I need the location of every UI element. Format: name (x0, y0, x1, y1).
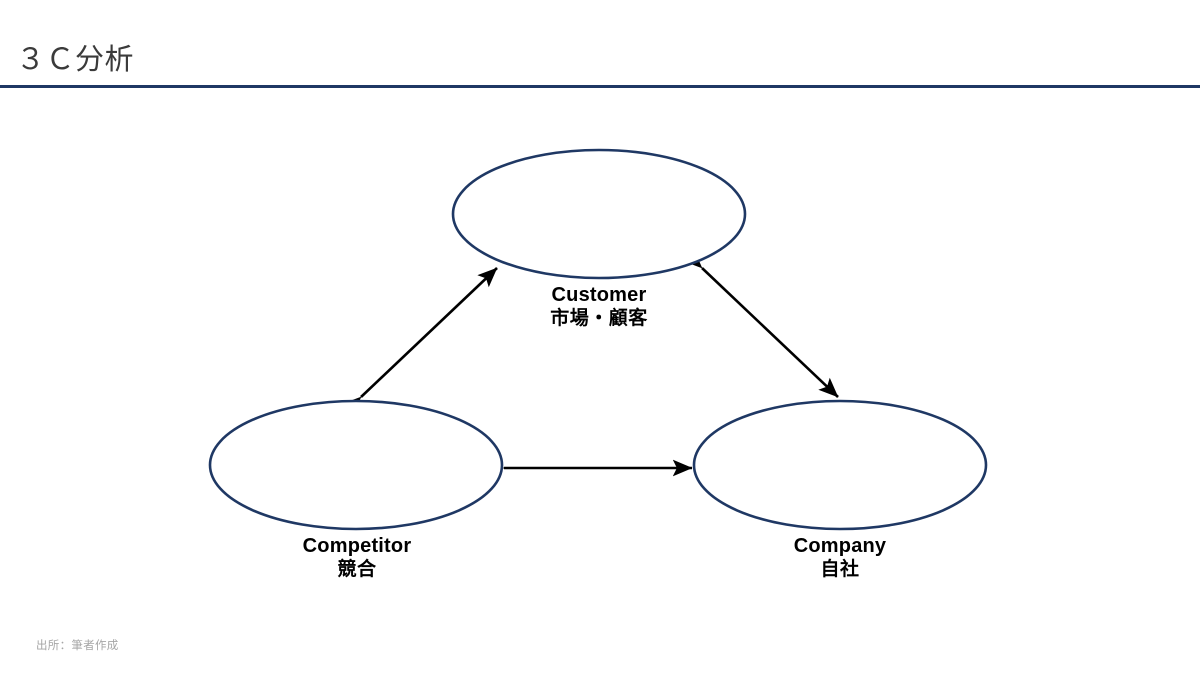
source-note: 出所：筆者作成 (36, 640, 119, 652)
connector-competitor-customer (341, 267, 498, 417)
title-divider (0, 85, 1200, 88)
node-customer[interactable] (451, 148, 747, 280)
three-c-diagram: Customer 市場・顧客 Competitor 競合 Company 自社 (0, 95, 1200, 595)
connector-customer-company (682, 248, 839, 398)
node-competitor[interactable] (208, 399, 504, 531)
page-title: ３Ｃ分析 (16, 44, 135, 76)
node-company[interactable] (692, 399, 988, 531)
